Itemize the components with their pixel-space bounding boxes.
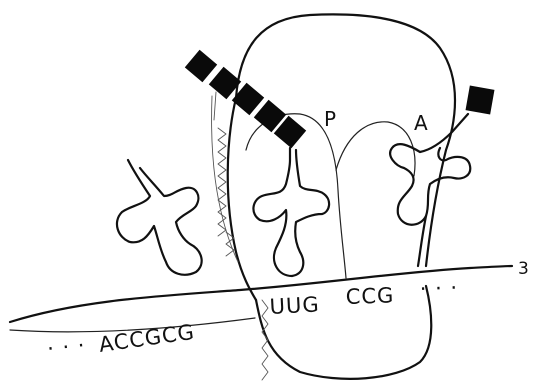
polypeptide-chain <box>186 51 494 148</box>
mrna-p-site-codon: UUG <box>269 292 320 319</box>
three-prime-end-label: 3 <box>518 259 529 279</box>
a-site-label: A <box>414 111 428 135</box>
a-site-trna-cloverleaf <box>390 114 470 225</box>
mrna-trailing-dots: · · · <box>419 276 458 301</box>
p-site-label: P <box>324 107 336 131</box>
large-subunit-left-edge <box>228 98 256 300</box>
large-ribosomal-subunit <box>236 14 455 266</box>
p-site-trna-cloverleaf <box>253 148 329 276</box>
mrna-a-site-codon: CCG <box>345 283 394 309</box>
mrna-leading-dots: · · · <box>46 333 87 361</box>
amino-acid-icon <box>186 51 217 82</box>
mrna-codons-left: ACCGCG <box>97 320 196 357</box>
free-trna-cloverleaf <box>117 160 202 275</box>
amino-acid-icon <box>466 86 494 114</box>
